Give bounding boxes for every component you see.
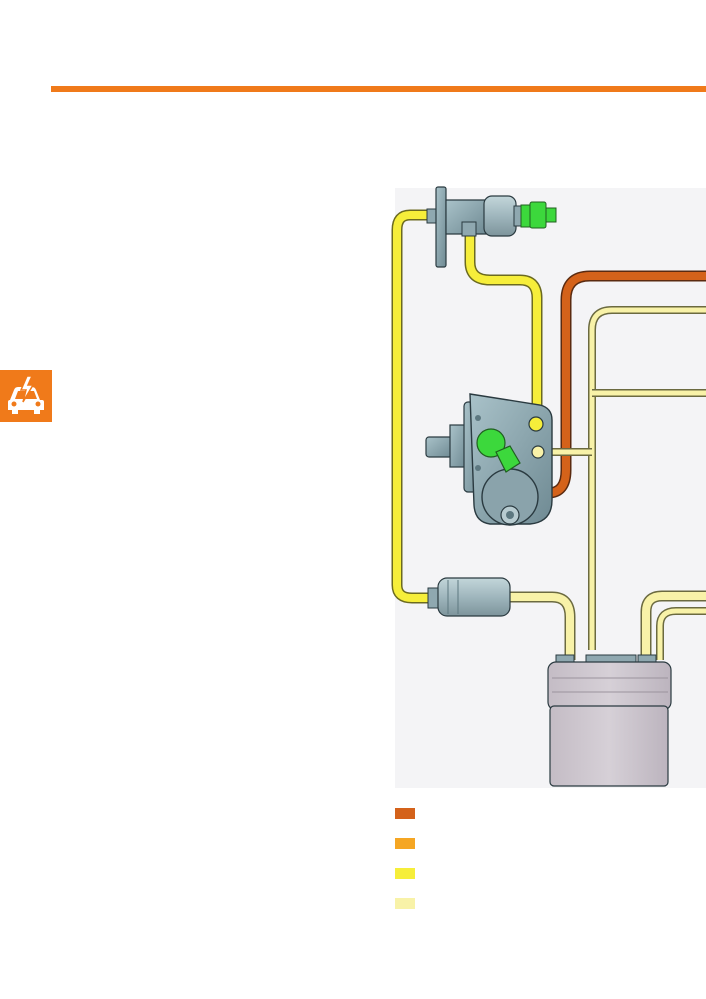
pressure-sensor-valve bbox=[520, 201, 557, 229]
metering-valve bbox=[476, 428, 521, 473]
fuel-tank bbox=[547, 654, 672, 787]
legend-swatch-return bbox=[395, 808, 415, 819]
return-line bbox=[547, 270, 706, 499]
legend-swatch-feed bbox=[395, 868, 415, 879]
pressure-regulator bbox=[426, 186, 557, 268]
fuel-filter bbox=[427, 577, 511, 617]
high-pressure-pump bbox=[425, 393, 553, 526]
legend-swatch-supply bbox=[395, 898, 415, 909]
header-accent-rule bbox=[51, 86, 706, 92]
supply-lines bbox=[510, 306, 706, 660]
feed-lines bbox=[391, 209, 543, 604]
car-electrical-icon bbox=[0, 370, 52, 422]
legend-swatch-pressure bbox=[395, 838, 415, 849]
side-tab[interactable] bbox=[0, 370, 52, 422]
